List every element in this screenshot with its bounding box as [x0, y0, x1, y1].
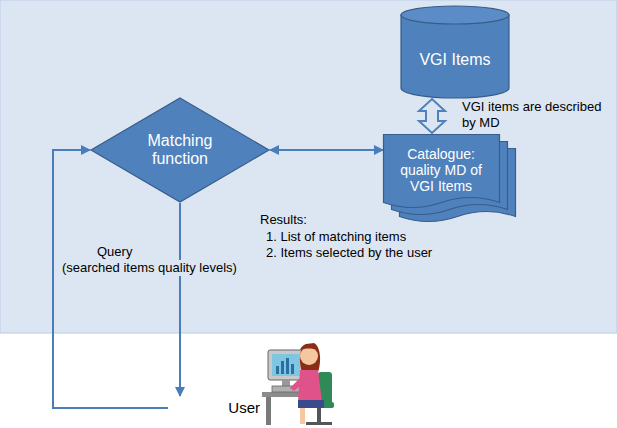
monitor-stand — [282, 380, 290, 386]
chair-base — [306, 422, 332, 425]
chair-post — [317, 408, 321, 422]
user-clipart — [262, 343, 334, 425]
text-area: Catalogue: quality MD of VGI Items — [387, 140, 495, 200]
skirt — [298, 400, 324, 408]
hair-fringe — [300, 344, 318, 350]
flow-arrow — [270, 149, 383, 151]
screen-bar — [286, 358, 289, 374]
face — [300, 347, 318, 365]
document-stack: Catalogue: quality MD of VGI Items — [383, 134, 521, 228]
decision-diamond: Matching function — [90, 97, 270, 203]
edge-label: VGI items are described by MD — [460, 99, 614, 132]
document-page — [384, 135, 500, 208]
text-area: Matching function — [134, 123, 226, 177]
annotation-text: 2. Items selected by the user — [264, 245, 434, 261]
node-text: Matching function — [136, 132, 224, 169]
annotation-text: (searched items quality levels) — [60, 260, 239, 276]
screen-bar — [291, 364, 294, 374]
flow-arrow — [179, 203, 181, 396]
screen — [272, 354, 300, 376]
node-text: User — [228, 399, 260, 416]
annotation-text: Query — [95, 244, 134, 260]
annotation-text: 1. List of matching items — [264, 229, 408, 245]
text-area: VGI Items — [406, 29, 504, 91]
data-store-cylinder: VGI Items — [400, 5, 510, 98]
text-area: User — [168, 396, 260, 420]
screen-bar — [276, 366, 279, 374]
leg — [300, 408, 305, 424]
cylinder-top — [401, 6, 509, 24]
node-text: Catalogue: quality MD of VGI Items — [389, 146, 493, 194]
hair — [300, 343, 320, 372]
node-text: VGI Items — [419, 51, 490, 69]
desk-leg — [266, 397, 271, 425]
diamond-shape — [91, 98, 269, 202]
flow-arrow — [53, 150, 168, 408]
screen-bar — [281, 361, 284, 374]
double-block-arrow — [419, 99, 445, 133]
actor-label: User — [168, 396, 264, 420]
panel — [0, 0, 617, 333]
shirt — [298, 370, 322, 402]
cylinder-body — [401, 15, 509, 98]
arm — [290, 376, 305, 391]
annotation-text: Results: — [258, 212, 309, 228]
monitor — [268, 350, 304, 380]
